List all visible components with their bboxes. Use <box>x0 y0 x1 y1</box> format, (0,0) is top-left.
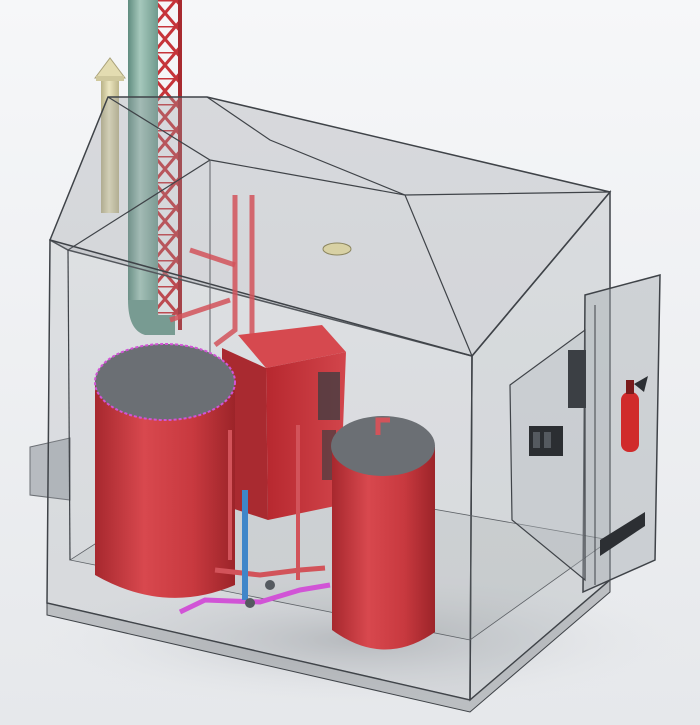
fire-extinguisher <box>621 376 648 452</box>
electrical-panel <box>509 328 586 582</box>
lower-piping <box>178 425 331 615</box>
roof-vent <box>322 242 352 256</box>
storage-tank-small <box>331 416 435 650</box>
storage-tank-large <box>94 343 236 598</box>
exhaust-pipe <box>94 57 126 213</box>
base-plate <box>46 578 611 713</box>
chimney-pipe <box>128 0 175 335</box>
upper-piping <box>169 195 255 347</box>
door-vent-grille <box>600 512 645 556</box>
